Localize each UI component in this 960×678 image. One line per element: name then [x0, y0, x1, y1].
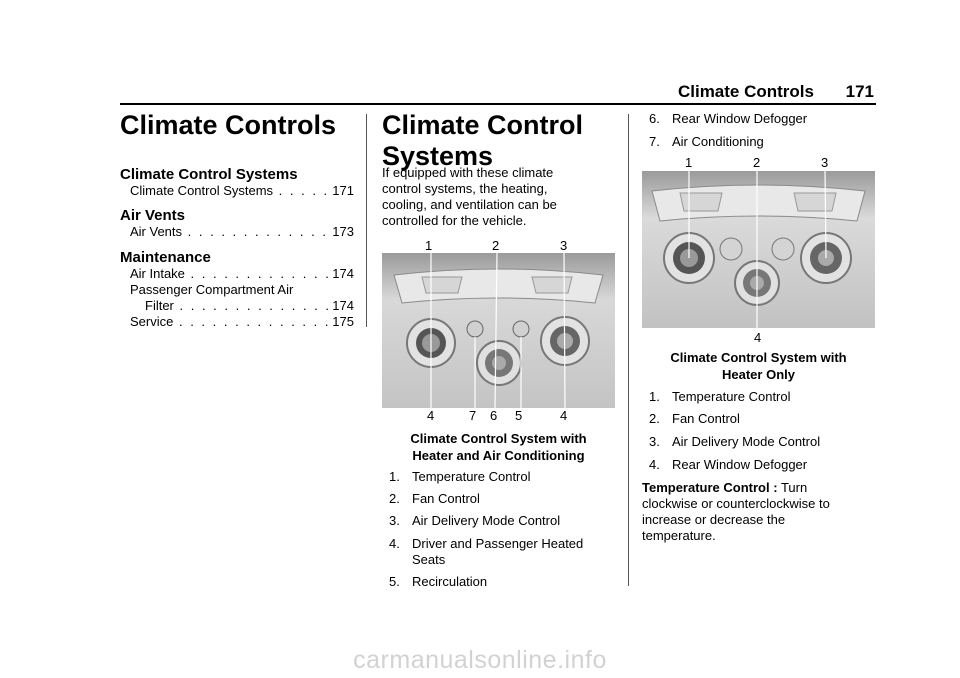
callout-label: 1 — [685, 155, 693, 170]
callout-label: 3 — [821, 155, 829, 170]
callout-label: 3 — [560, 238, 568, 253]
toc-entry[interactable]: Filter . . . . . . . . . . . . . . . . .… — [145, 298, 354, 313]
toc-entry[interactable]: Climate Control Systems . . . . . . . . … — [130, 183, 354, 198]
toc-section-heading: Climate Control Systems — [120, 166, 298, 183]
callout-label: 1 — [425, 238, 433, 253]
right-column: 6.Rear Window Defogger 7.Air Conditionin… — [642, 110, 876, 590]
toc-section-heading: Maintenance — [120, 249, 211, 266]
figure-caption: Climate Control System with Heater and A… — [410, 431, 587, 463]
climate-panel-ac-illustration — [382, 253, 615, 408]
figure-caption: Climate Control System with Heater Only — [670, 350, 847, 382]
toc-entry[interactable]: Service . . . . . . . . . . . . . . . . … — [130, 314, 354, 329]
climate-panel-heater-figure — [642, 171, 875, 328]
intro-paragraph: If equipped with these climate control s… — [382, 165, 557, 228]
callout-label: 5 — [515, 408, 523, 423]
watermark: carmanualsonline.info — [353, 646, 607, 674]
toc-section-heading: Air Vents — [120, 207, 186, 224]
chapter-title: Climate Controls — [120, 110, 337, 140]
header-rule — [120, 103, 876, 105]
header-title: Climate Controls — [677, 82, 814, 101]
callout-label: 4 — [754, 330, 762, 345]
running-header: Climate Controls 171 — [120, 82, 876, 106]
climate-panel-ac-figure — [382, 253, 615, 408]
toc-entry[interactable]: Passenger Compartment Air — [130, 282, 294, 297]
toc-entry[interactable]: Air Vents . . . . . . . . . . . . . . . … — [130, 224, 354, 239]
column-divider-left — [366, 114, 367, 327]
term-label: Temperature Control : — [642, 480, 778, 495]
callout-label: 2 — [753, 155, 761, 170]
toc: Climate Controls Climate Control Systems… — [120, 110, 354, 329]
section-title: Climate Control Systems — [382, 110, 584, 171]
term-definition: Temperature Control : Turn clockwise or … — [642, 480, 830, 543]
column-divider-right — [628, 114, 629, 586]
callout-label: 6 — [490, 408, 498, 423]
climate-panel-heater-illustration — [642, 171, 875, 328]
callout-label: 7 — [469, 408, 477, 423]
callout-label: 4 — [427, 408, 435, 423]
middle-column: Climate Control Systems If equipped with… — [382, 110, 618, 590]
page-number: 171 — [845, 82, 874, 101]
callout-label: 2 — [492, 238, 500, 253]
toc-entry[interactable]: Air Intake . . . . . . . . . . . . . . .… — [130, 266, 354, 281]
callout-label: 4 — [560, 408, 568, 423]
